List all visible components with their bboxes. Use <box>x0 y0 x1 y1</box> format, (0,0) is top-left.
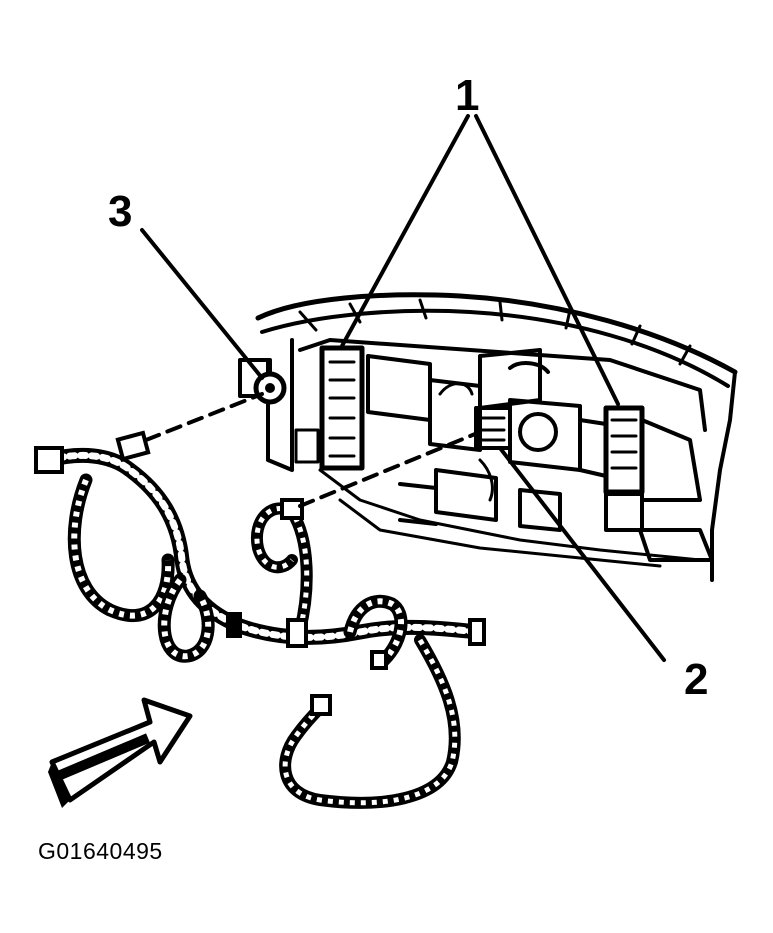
callout-3: 3 <box>108 187 132 236</box>
leader-line-1b <box>474 114 620 406</box>
view-direction-arrow-icon <box>48 697 193 808</box>
callout-2: 2 <box>684 655 708 704</box>
leader-line-2 <box>498 446 666 662</box>
leader-lines <box>140 114 666 662</box>
figure-id-label: G01640495 <box>38 838 163 864</box>
leader-line-3 <box>140 228 264 380</box>
wiring-harness <box>34 430 486 809</box>
callout-1: 1 <box>455 71 479 120</box>
instrument-panel-structure <box>238 292 738 582</box>
leader-line-1a <box>340 114 470 348</box>
routing-dashed-lines <box>144 392 482 508</box>
